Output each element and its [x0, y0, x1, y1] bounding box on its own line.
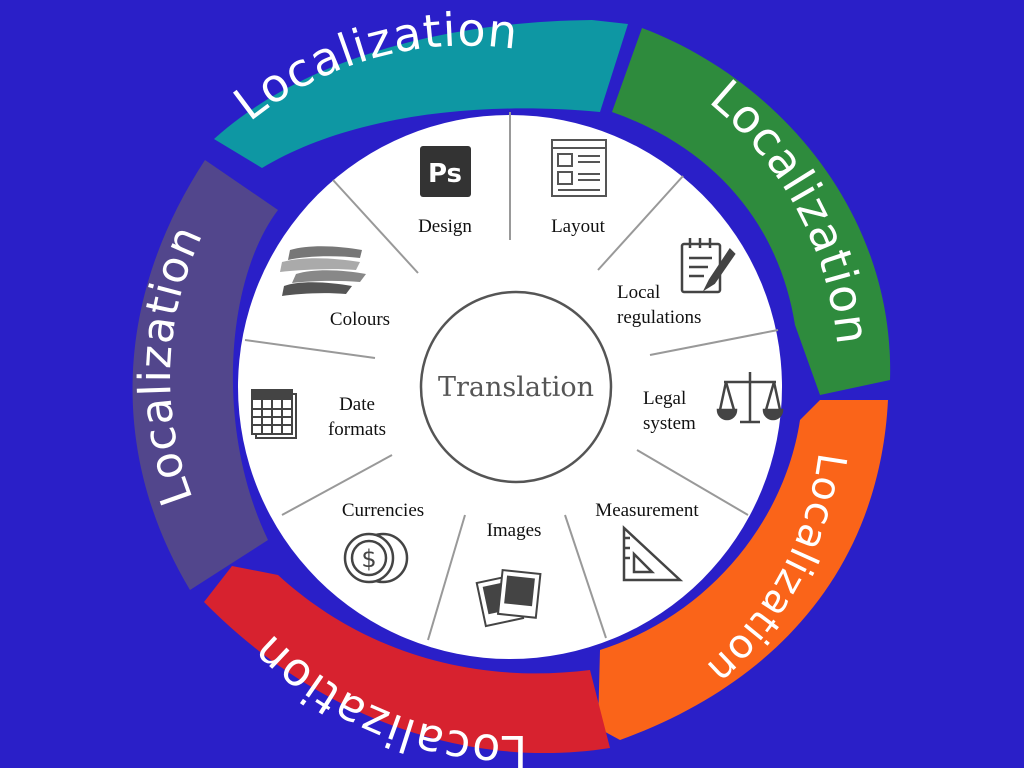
ring-segment-bottom-right [598, 400, 888, 740]
topic-label-layout: Layout [551, 216, 606, 237]
ring-segment-bottom [204, 566, 610, 754]
topic-label-line: regulations [617, 307, 701, 328]
ring-segment-left [132, 160, 278, 590]
topic-label-colours: Colours [330, 309, 390, 330]
svg-text:$: $ [361, 545, 376, 573]
photos-icon [475, 568, 542, 628]
topic-label-line: Design [418, 216, 472, 237]
notepad-pen-icon [680, 238, 736, 294]
topic-label-line: Layout [551, 216, 606, 237]
topic-label-line: Legal [643, 388, 686, 409]
divider-lines [244, 112, 779, 641]
svg-text:Ps: Ps [428, 159, 462, 189]
coins-icon: $ [343, 532, 409, 584]
topic-label-currencies: Currencies [342, 500, 424, 521]
set-square-icon [622, 525, 684, 582]
topic-label-design: Design [418, 216, 472, 237]
topic-label-line: Date [339, 394, 375, 415]
ring-segment-right [612, 28, 891, 395]
topic-label-date-formats: Date formats [328, 394, 386, 440]
localization-ring [132, 20, 891, 754]
scales-icon [716, 372, 784, 424]
topic-label-local-regulations: Local regulations [617, 282, 701, 328]
topic-label-line: Local [617, 282, 660, 303]
topic-label-line: Currencies [342, 500, 424, 521]
photoshop-icon: Ps [420, 146, 471, 197]
topic-label-line: system [643, 413, 696, 434]
calendar-icon [251, 389, 297, 439]
topic-label-line: Images [487, 520, 542, 541]
ring-segment-top [214, 20, 628, 168]
topic-label-line: Colours [330, 309, 390, 330]
topic-label-legal-system: Legal system [643, 388, 696, 434]
brush-strokes-icon [280, 246, 366, 296]
layout-icon [551, 139, 607, 197]
topic-label-line: Measurement [595, 500, 699, 521]
topic-label-images: Images [487, 520, 542, 541]
topic-label-line: formats [328, 419, 386, 440]
translation-circle [419, 290, 613, 484]
translation-label: Translation [438, 372, 594, 403]
topic-label-measurement: Measurement [595, 500, 699, 521]
